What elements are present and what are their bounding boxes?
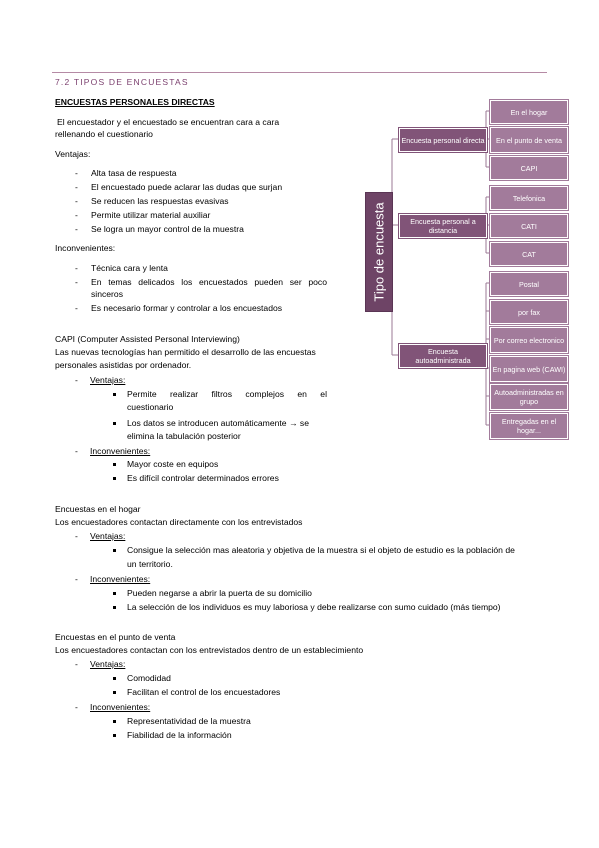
ventaja-item: Se logra un mayor control de la muestra xyxy=(91,224,244,234)
diagram-leaf-telefonica: Telefonica xyxy=(489,185,569,211)
venta-inconv-2: Fiabilidad de la información xyxy=(127,730,232,740)
dash-bullet: - xyxy=(75,263,78,273)
personales-intro-1: El encuestador y el encuestado se encuen… xyxy=(57,117,280,127)
dash-bullet: - xyxy=(75,446,78,456)
square-bullet xyxy=(113,549,116,552)
ventaja-item: Se reducen las respuestas evasivas xyxy=(91,196,229,206)
capi-ventaja-2-cont: elimina la tabulación posterior xyxy=(127,431,241,441)
diagram-node-autoadministrada: Encuesta autoadministrada xyxy=(398,343,488,369)
inconv-item-cont: sinceros xyxy=(91,289,123,299)
dash-bullet: - xyxy=(75,224,78,234)
dash-bullet: - xyxy=(75,196,78,206)
diagram-root-node: Tipo de encuesta xyxy=(365,192,393,312)
diagram-leaf-fax: por fax xyxy=(489,299,569,325)
diagram-node-personal-distancia: Encuesta personal a distancia xyxy=(398,213,488,239)
personales-intro-2: rellenando el cuestionario xyxy=(55,129,153,139)
ventaja-item: Permite utilizar material auxiliar xyxy=(91,210,211,220)
hogar-desc: Los encuestadores contactan directamente… xyxy=(55,517,303,527)
inconv-item: En temas delicados los encuestados puede… xyxy=(91,277,327,287)
venta-ventajas-label: Ventajas: xyxy=(90,659,126,669)
personales-ventajas-label: Ventajas: xyxy=(55,149,91,159)
dash-bullet: - xyxy=(75,277,78,287)
diagram-leaf-hogar: En el hogar xyxy=(489,99,569,125)
diagram-leaf-capi: CAPI xyxy=(489,155,569,181)
dash-bullet: - xyxy=(75,303,78,313)
capi-ventaja-1-cont: cuestionario xyxy=(127,402,174,412)
diagram-root-label: Tipo de encuesta xyxy=(371,202,387,302)
square-bullet xyxy=(113,393,116,396)
header-rule xyxy=(52,72,547,73)
dash-bullet: - xyxy=(75,375,78,385)
capi-inconv-1: Mayor coste en equipos xyxy=(127,459,219,469)
hogar-title: Encuestas en el hogar xyxy=(55,504,141,514)
square-bullet xyxy=(113,734,116,737)
square-bullet xyxy=(113,677,116,680)
inconv-item: Es necesario formar y controlar a los en… xyxy=(91,303,283,313)
ventaja-item: El encuestado puede aclarar las dudas qu… xyxy=(91,182,283,192)
capi-ventajas-label: Ventajas: xyxy=(90,375,126,385)
personales-title: ENCUESTAS PERSONALES DIRECTAS xyxy=(55,97,215,107)
hogar-inconv-label: Inconvenientes: xyxy=(90,574,151,584)
dash-bullet: - xyxy=(75,702,78,712)
hogar-inconv-2: La selección de los individuos es muy la… xyxy=(127,602,501,612)
dash-bullet: - xyxy=(75,182,78,192)
venta-inconv-1: Representatividad de la muestra xyxy=(127,716,251,726)
diagram-leaf-punto-venta: En el punto de venta xyxy=(489,126,569,154)
diagram-leaf-cati: CATI xyxy=(489,213,569,239)
diagram-leaf-pagina-web: En pagina web (CAWI) xyxy=(489,355,569,383)
dash-bullet: - xyxy=(75,210,78,220)
capi-desc-1: Las nuevas tecnologías han permitido el … xyxy=(55,347,316,357)
hogar-ventaja-1: Consigue la selección mas aleatoria y ob… xyxy=(127,545,515,555)
capi-ventaja-1: Permite realizar filtros complejos en el xyxy=(127,389,327,399)
square-bullet xyxy=(113,720,116,723)
venta-inconv-label: Inconvenientes: xyxy=(90,702,151,712)
dash-bullet: - xyxy=(75,168,78,178)
venta-ventaja-1: Comodidad xyxy=(127,673,171,683)
capi-inconv-label: Inconvenientes: xyxy=(90,446,151,456)
diagram-leaf-grupo: Autoadministradas en grupo xyxy=(489,383,569,411)
section-header: 7.2 TIPOS DE ENCUESTAS xyxy=(55,77,189,87)
diagram-leaf-cat: CAT xyxy=(489,241,569,267)
square-bullet xyxy=(113,477,116,480)
square-bullet xyxy=(113,691,116,694)
personales-inconv-label: Inconvenientes: xyxy=(55,243,116,253)
diagram-leaf-entregadas: Entregadas en el hogar... xyxy=(489,412,569,440)
venta-ventaja-2: Facilitan el control de los encuestadore… xyxy=(127,687,281,697)
hogar-ventajas-label: Ventajas: xyxy=(90,531,126,541)
venta-title: Encuestas en el punto de venta xyxy=(55,632,176,642)
dash-bullet: - xyxy=(75,531,78,541)
venta-desc: Los encuestadores contactan con los entr… xyxy=(55,645,364,655)
diagram-leaf-postal: Postal xyxy=(489,271,569,297)
hogar-inconv-1: Pueden negarse a abrir la puerta de su d… xyxy=(127,588,312,598)
dash-bullet: - xyxy=(75,574,78,584)
ventaja-item: Alta tasa de respuesta xyxy=(91,168,177,178)
diagram-leaf-correo: Por correo electronico xyxy=(489,326,569,354)
square-bullet xyxy=(113,422,116,425)
hogar-ventaja-1-cont: un territorio. xyxy=(127,559,173,569)
square-bullet xyxy=(113,606,116,609)
inconv-item: Técnica cara y lenta xyxy=(91,263,168,273)
capi-title: CAPI (Computer Assisted Personal Intervi… xyxy=(55,334,240,344)
square-bullet xyxy=(113,592,116,595)
capi-ventaja-2: Los datos se introducen automáticamente … xyxy=(127,418,310,428)
diagram-node-personal-directa: Encuesta personal directa xyxy=(398,127,488,153)
square-bullet xyxy=(113,463,116,466)
capi-inconv-2: Es difícil controlar determinados errore… xyxy=(127,473,279,483)
dash-bullet: - xyxy=(75,659,78,669)
capi-desc-2: personales asistidas por ordenador. xyxy=(55,360,192,370)
